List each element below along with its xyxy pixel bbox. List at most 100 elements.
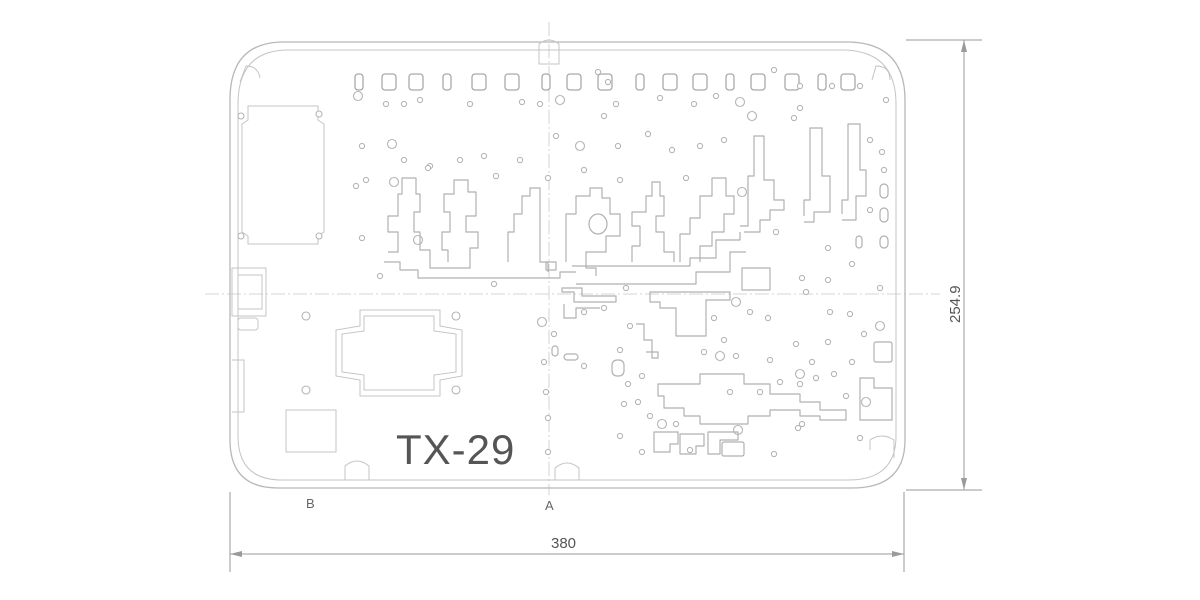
via-hole (682, 174, 690, 182)
via-hole (600, 112, 608, 120)
via-hole (764, 314, 772, 322)
pad (471, 73, 487, 91)
via-hole (700, 348, 708, 356)
via-hole (382, 100, 390, 108)
via-hole (882, 96, 890, 104)
via-hole (656, 418, 668, 430)
via-hole (796, 380, 804, 388)
via-hole (874, 320, 886, 332)
via-hole (798, 274, 806, 282)
via-hole (616, 176, 624, 184)
via-hole (536, 316, 548, 328)
via-hole (540, 358, 548, 366)
width-value: 380 (551, 535, 576, 552)
via-hole (580, 308, 588, 316)
top-pad-row (354, 73, 856, 91)
via-hole (620, 400, 628, 408)
via-hole (824, 276, 832, 284)
pad (442, 73, 452, 91)
via-hole (580, 362, 588, 370)
via-hole (358, 234, 366, 242)
via-hole (388, 176, 400, 188)
via-hole (542, 388, 550, 396)
via-hole (668, 146, 676, 154)
pad (662, 73, 678, 91)
via-hole (544, 174, 552, 182)
via-hole (544, 448, 552, 456)
via-hole (466, 100, 474, 108)
via-hole (770, 66, 778, 74)
model-label: TX-29 (396, 426, 515, 473)
via-hole (848, 358, 856, 366)
circuit-traces (384, 123, 893, 457)
via-hole (734, 96, 746, 108)
via-hole (696, 142, 704, 150)
width-dimension: 380 (229, 492, 905, 572)
via-hole (646, 412, 654, 420)
via-hole (860, 396, 872, 408)
via-hole (720, 336, 728, 344)
via-hole (552, 132, 560, 140)
via-hole (622, 284, 630, 292)
via-hole (756, 388, 764, 396)
via-hole (362, 176, 370, 184)
via-hole (536, 100, 544, 108)
via-hole (624, 380, 632, 388)
pad (692, 73, 708, 91)
via-hole (616, 432, 624, 440)
via-hole (732, 352, 740, 360)
via-hole (358, 142, 366, 150)
datum-label-a: A (545, 498, 554, 513)
left-connectors (231, 267, 267, 413)
via-hole (412, 234, 424, 246)
pad (784, 73, 800, 91)
via-hole (848, 260, 856, 268)
via-hole (710, 314, 718, 322)
datum-label-b: B (306, 496, 315, 511)
via-hole (794, 424, 802, 432)
via-hole (770, 450, 778, 458)
via-hole (736, 186, 748, 198)
via-hole (860, 330, 868, 338)
via-hole (796, 82, 804, 90)
via-hole (612, 100, 620, 108)
pad (354, 73, 364, 91)
via-hole (400, 156, 408, 164)
via-hole (798, 420, 806, 428)
via-hole (416, 96, 424, 104)
via-hole (880, 166, 888, 174)
via-hole (352, 182, 360, 190)
via-hole (638, 448, 646, 456)
via-hole (812, 374, 820, 382)
via-hole (672, 420, 680, 428)
via-hole (790, 114, 798, 122)
via-hole (386, 138, 398, 150)
via-hole (480, 152, 488, 160)
via-hole (550, 330, 558, 338)
via-hole (846, 310, 854, 318)
via-hole (574, 140, 586, 152)
pad (504, 73, 520, 91)
pad (750, 73, 766, 91)
via-hole (794, 368, 806, 380)
via-hole (594, 68, 602, 76)
via-hole (876, 284, 884, 292)
via-hole (792, 340, 800, 348)
height-dimension: 254.9 (906, 39, 982, 491)
via-hole (878, 148, 886, 156)
via-hole (690, 100, 698, 108)
display-window (237, 105, 325, 245)
via-hole (614, 142, 622, 150)
via-hole (604, 78, 612, 86)
small-square-cutout (285, 409, 337, 453)
via-hole (686, 446, 694, 454)
pad (635, 73, 645, 91)
via-hole (638, 372, 646, 380)
via-hole (376, 272, 384, 280)
via-hole (580, 166, 588, 174)
pad (566, 73, 582, 91)
via-hole (634, 398, 642, 406)
via-hole (656, 94, 664, 102)
pad (408, 73, 424, 91)
